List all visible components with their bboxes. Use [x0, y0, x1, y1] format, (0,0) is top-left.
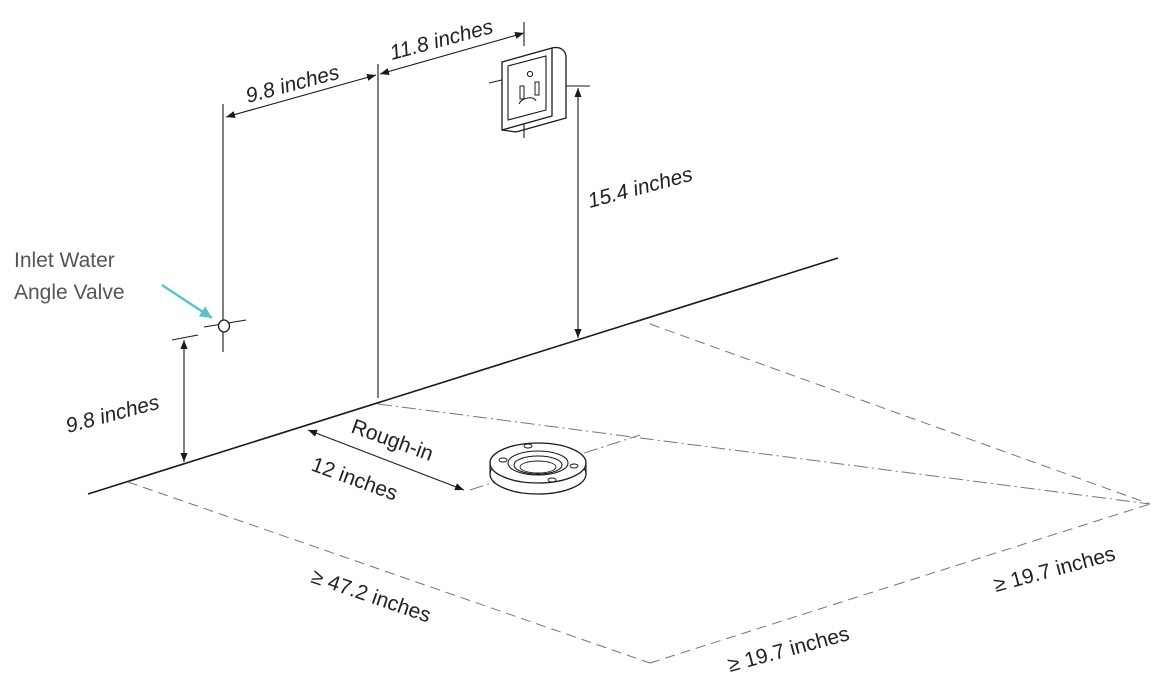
callout-line-2: Angle Valve: [14, 281, 125, 304]
wall-floor-line: [87, 257, 839, 495]
outlet-offset-dimension: [379, 32, 525, 75]
clearance-area: [127, 323, 1151, 664]
callout-arrow: [161, 283, 213, 320]
outlet-height-label: 15.4 inches: [585, 163, 695, 213]
rough-in-value: 12 inches: [308, 453, 400, 505]
clear-length-label: ≥ 47.2 inches: [308, 565, 433, 627]
clear-depth-front-label: ≥ 19.7 inches: [725, 622, 851, 677]
valve-offset-label: 9.8 inches: [243, 61, 342, 108]
callout-line-1: Inlet Water: [14, 249, 115, 272]
power-outlet-icon: [488, 46, 567, 138]
valve-height-label: 9.8 inches: [63, 391, 162, 438]
floor-flange-icon: [489, 442, 587, 495]
rough-in-label: Rough-in: [348, 415, 436, 466]
rough-in-dimension: [307, 429, 465, 491]
water-valve-icon: [203, 300, 247, 352]
flange-centerlines: [377, 403, 1151, 505]
outlet-offset-label: 11.8 inches: [387, 15, 496, 65]
clear-depth-side-label: ≥ 19.7 inches: [991, 542, 1117, 597]
valve-offset-dimension: [225, 73, 377, 119]
